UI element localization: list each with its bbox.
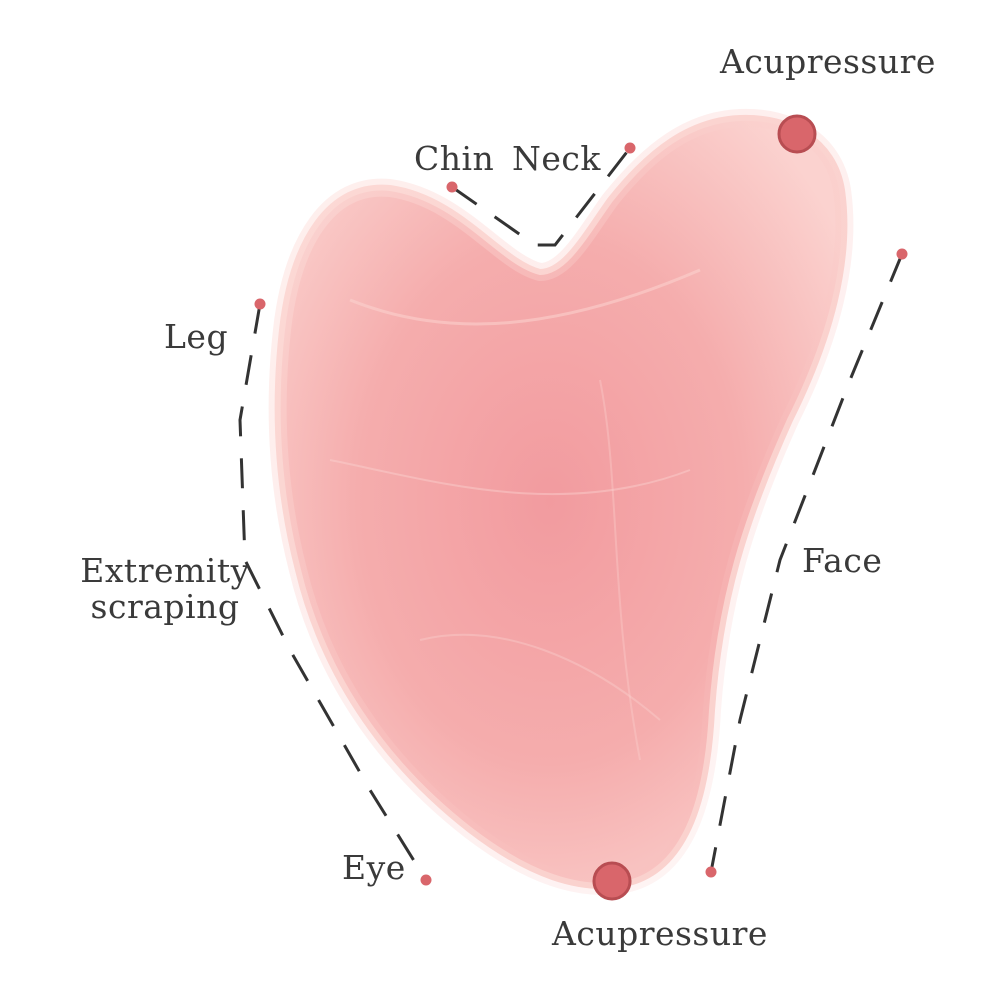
face-dot bbox=[896, 248, 908, 260]
extremity-scraping-label: Extremity scraping bbox=[80, 553, 250, 625]
face-bottom-dot bbox=[705, 866, 717, 878]
chin-dot bbox=[446, 181, 458, 193]
chin-label: Chin bbox=[414, 139, 495, 178]
neck-label: Neck bbox=[512, 139, 601, 178]
extremity-label-line1: Extremity bbox=[80, 551, 250, 590]
acupressure-top-label: Acupressure bbox=[720, 42, 936, 81]
face-line bbox=[709, 253, 904, 873]
acupressure-markers bbox=[592, 114, 817, 901]
endpoint-dots bbox=[254, 142, 908, 886]
leg-dot bbox=[254, 298, 266, 310]
neck-dot bbox=[624, 142, 636, 154]
leg-label: Leg bbox=[164, 317, 229, 356]
acupressure-top-marker bbox=[777, 114, 817, 154]
eye-dot bbox=[420, 874, 432, 886]
eye-label: Eye bbox=[342, 848, 406, 887]
face-label: Face bbox=[802, 541, 883, 580]
acupressure-bottom-label: Acupressure bbox=[552, 914, 768, 953]
chin-neck-line bbox=[451, 147, 632, 247]
guide-lines bbox=[238, 147, 904, 881]
acupressure-bottom-marker bbox=[592, 861, 632, 901]
extremity-label-line2: scraping bbox=[90, 587, 240, 626]
leg-extremity-eye-line bbox=[238, 303, 428, 881]
gua-sha-stone bbox=[268, 108, 854, 895]
